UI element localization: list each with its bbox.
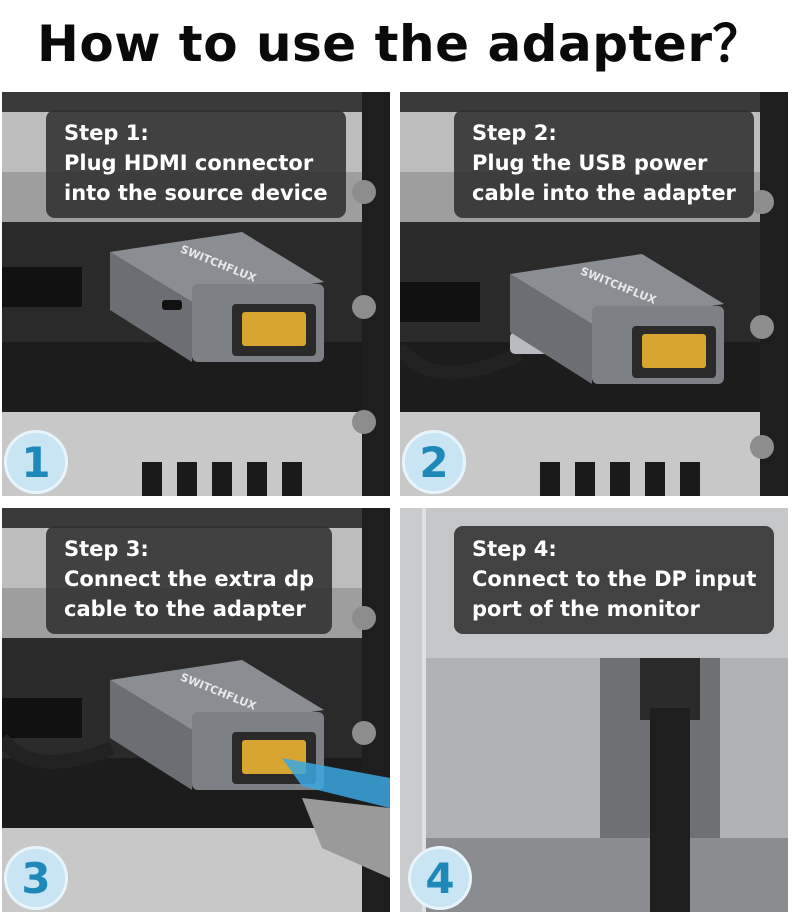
adapter-1: SWITCHFLUX <box>110 232 324 362</box>
step-1-heading: Step 1: <box>64 121 149 145</box>
step-2-line2: cable into the adapter <box>472 181 736 205</box>
step-2-caption: Step 2: Plug the USB power cable into th… <box>454 110 754 218</box>
step-1-caption: Step 1: Plug HDMI connector into the sou… <box>46 110 346 218</box>
step-2-panel: SWITCHFLUX Step 2: Plug the USB power ca… <box>400 92 788 496</box>
step-4-line1: Connect to the DP input <box>472 567 757 591</box>
page-title: How to use the adapter？ <box>37 15 763 73</box>
step-4-line2: port of the monitor <box>472 597 700 621</box>
step-3-caption: Step 3: Connect the extra dp cable to th… <box>46 526 333 634</box>
step-2-heading: Step 2: <box>472 121 557 145</box>
step-3-heading: Step 3: <box>64 537 149 561</box>
step-2-line1: Plug the USB power <box>472 151 708 175</box>
step-2-badge: 2 <box>402 430 466 494</box>
step-1-line1: Plug HDMI connector <box>64 151 314 175</box>
step-3-line2: cable to the adapter <box>64 597 306 621</box>
step-1-badge: 1 <box>4 430 68 494</box>
step-3-badge: 3 <box>4 846 68 910</box>
step-4-badge: 4 <box>408 846 472 910</box>
step-4-panel: Step 4: Connect to the DP input port of … <box>400 508 788 912</box>
step-1-panel: SWITCHFLUX Step 1: Plug HDMI connector i… <box>2 92 390 496</box>
step-4-heading: Step 4: <box>472 537 557 561</box>
step-3-panel: SWITCHFLUX Step 3: Connect the extra dp … <box>2 508 390 912</box>
step-4-caption: Step 4: Connect to the DP input port of … <box>454 526 775 634</box>
step-3-line1: Connect the extra dp <box>64 567 315 591</box>
adapter-2: SWITCHFLUX <box>510 254 724 384</box>
step-1-line2: into the source device <box>64 181 328 205</box>
